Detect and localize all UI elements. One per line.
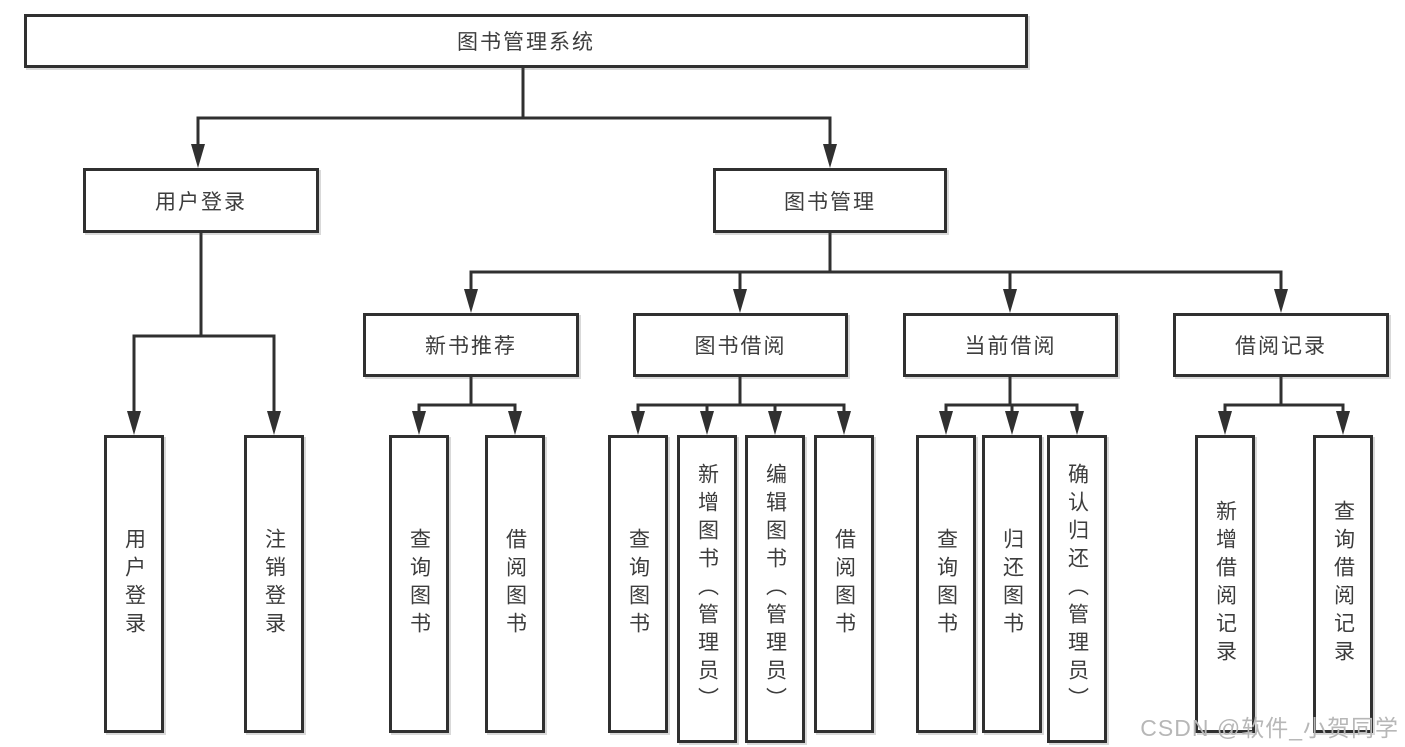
arrow-down-icon — [412, 411, 426, 435]
leaf-query-books-borrow: 查询图书 — [608, 435, 668, 733]
leaf-borrow-books-recommend: 借阅图书 — [485, 435, 545, 733]
arrow-down-icon — [1218, 411, 1232, 435]
arrow-down-icon — [508, 411, 522, 435]
leaf-add-books-admin: 新增图书（管理员） — [677, 435, 737, 743]
leaf-query-books-current: 查询图书 — [916, 435, 976, 733]
connector-recommend-to-leaves — [417, 377, 517, 415]
arrow-down-icon — [700, 411, 714, 435]
leaf-borrow-books: 借阅图书 — [814, 435, 874, 733]
arrow-down-icon — [1070, 411, 1084, 435]
arrow-down-icon — [1274, 289, 1288, 313]
node-book-borrow: 图书借阅 — [633, 313, 848, 377]
arrow-down-icon — [1003, 289, 1017, 313]
node-borrow-records: 借阅记录 — [1173, 313, 1389, 377]
connector-borrow-to-leaves — [636, 377, 846, 415]
leaf-user-login: 用户登录 — [104, 435, 164, 733]
arrowheads — [127, 144, 1350, 435]
arrow-down-icon — [837, 411, 851, 435]
connector-mgmt-to-level3 — [469, 233, 1283, 293]
connector-login-to-leaves — [132, 233, 276, 415]
arrow-down-icon — [823, 144, 837, 168]
leaf-query-books-recommend: 查询图书 — [389, 435, 449, 733]
watermark: CSDN @软件_小贺同学 — [1140, 715, 1399, 741]
arrow-down-icon — [768, 411, 782, 435]
arrow-down-icon — [267, 411, 281, 435]
connector-current-to-leaves — [944, 377, 1079, 415]
arrow-down-icon — [1336, 411, 1350, 435]
arrow-down-icon — [127, 411, 141, 435]
node-new-book-recommend: 新书推荐 — [363, 313, 579, 377]
arrow-down-icon — [733, 289, 747, 313]
arrow-down-icon — [939, 411, 953, 435]
leaf-query-borrow-record: 查询借阅记录 — [1313, 435, 1373, 733]
connector-root-to-level2 — [196, 68, 832, 148]
connector-paths — [132, 68, 1345, 415]
node-book-management-branch: 图书管理 — [713, 168, 947, 233]
leaf-logout: 注销登录 — [244, 435, 304, 733]
leaf-edit-books-admin: 编辑图书（管理员） — [745, 435, 805, 743]
leaf-add-borrow-record: 新增借阅记录 — [1195, 435, 1255, 733]
arrow-down-icon — [191, 144, 205, 168]
leaf-confirm-return-admin: 确认归还（管理员） — [1047, 435, 1107, 743]
connector-records-to-leaves — [1223, 377, 1345, 415]
arrow-down-icon — [464, 289, 478, 313]
leaf-return-books: 归还图书 — [982, 435, 1042, 733]
node-current-borrow: 当前借阅 — [903, 313, 1118, 377]
arrow-down-icon — [631, 411, 645, 435]
node-user-login-branch: 用户登录 — [83, 168, 319, 233]
arrow-down-icon — [1005, 411, 1019, 435]
node-root-system: 图书管理系统 — [24, 14, 1028, 68]
